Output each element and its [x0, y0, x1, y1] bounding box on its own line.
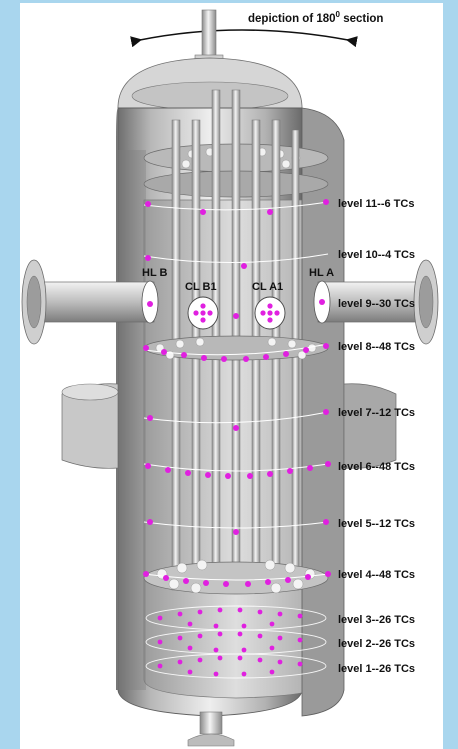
label-hl-b: HL B	[142, 267, 168, 279]
level-label-8: level 8--48 TCs	[338, 341, 415, 353]
level-label-7: level 7--12 TCs	[338, 407, 415, 419]
top-pipe	[201, 9, 217, 61]
nozzle-hl-b	[21, 259, 159, 345]
bottom-nozzle	[187, 711, 235, 747]
level-labels: level 11--6 TCs level 10--4 TCs level 9-…	[338, 198, 415, 675]
level-label-10: level 10--4 TCs	[338, 249, 415, 261]
label-cl-a1: CL A1	[252, 281, 283, 293]
level-label-9: level 9--30 TCs	[338, 298, 415, 310]
label-cl-b1: CL B1	[185, 281, 217, 293]
label-hl-a: HL A	[309, 267, 334, 279]
cavity-left-wall	[118, 150, 146, 690]
tc-markers	[143, 199, 331, 677]
plenum-rings	[145, 605, 327, 679]
level-label-2: level 2--26 TCs	[338, 638, 415, 650]
level-label-11: level 11--6 TCs	[338, 198, 414, 210]
lower-flange-right	[343, 383, 397, 469]
title-suffix: section	[340, 13, 383, 25]
title-superscript: 0	[336, 10, 341, 19]
level-label-4: level 4--48 TCs	[338, 569, 415, 581]
figure-title: depiction of 1800 section	[248, 10, 383, 25]
lower-flange-left	[61, 383, 119, 469]
top-head-rim	[131, 81, 289, 111]
rotation-arrow	[130, 29, 358, 48]
title-main: depiction of 180	[248, 13, 336, 25]
level-label-5: level 5--12 TCs	[338, 518, 415, 530]
mid-plate-holes	[155, 337, 317, 360]
level-label-1: level 1--26 TCs	[338, 663, 415, 675]
nozzle-hl-a	[313, 259, 439, 345]
level-label-6: level 6--48 TCs	[338, 461, 415, 473]
level-label-3: level 3--26 TCs	[338, 614, 415, 626]
lower-plate	[143, 561, 329, 595]
lower-plate-holes	[156, 559, 316, 594]
